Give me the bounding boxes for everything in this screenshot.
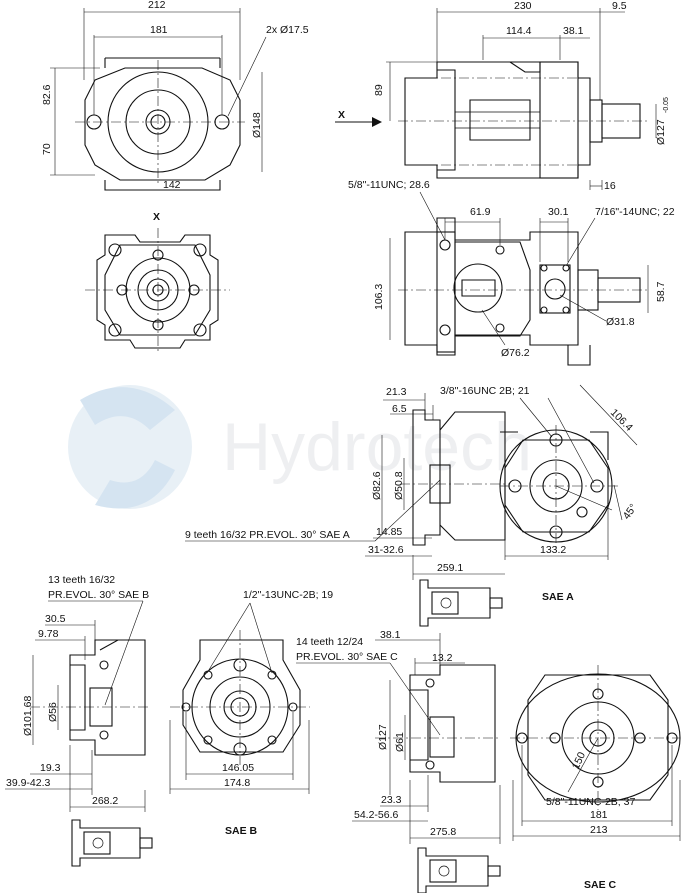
dim-106-4: 106.4 [608, 407, 635, 434]
flange-front-view [75, 57, 245, 191]
dim-50-8: Ø50.8 [393, 471, 405, 500]
sae-c-thumbnail: SAE C [417, 847, 617, 893]
dim-127: Ø127 [655, 119, 667, 145]
sae-b-dims: 13 teeth 16/32 PR.EVOL. 30° SAE B 1/2"-1… [5, 574, 333, 812]
dim-127-tol: -0.05 [663, 97, 670, 113]
dim-230: 230 [514, 0, 532, 12]
dim-275-8: 275.8 [430, 826, 456, 838]
flange-front-dims: 212 181 2x Ø17.5 82.6 70 Ø148 142 [41, 0, 309, 191]
dim-45: 45° [621, 502, 640, 522]
dim-6-5: 6.5 [392, 403, 407, 415]
view-x-label: X [153, 211, 160, 223]
dim-127-b: Ø127 [377, 724, 389, 750]
dim-54-2: 54.2-56.6 [354, 809, 399, 821]
dim-58-7: 58.7 [655, 281, 667, 302]
side-view-top-dims: X 230 9.5 114.4 38.1 89 Ø127 -0.05 16 [335, 0, 670, 192]
sae-b-thumbnail: SAE B [71, 819, 258, 867]
dim-30-5: 30.5 [45, 613, 66, 625]
dim-114-4: 114.4 [506, 25, 532, 37]
hydrotech-watermark: Hydrotech [68, 385, 532, 509]
teeth-13-label-1: 13 teeth 16/32 [48, 574, 115, 586]
dim-30-1: 30.1 [548, 206, 569, 218]
sae-c-label: SAE C [584, 879, 617, 891]
dim-259-1: 259.1 [437, 562, 463, 574]
dim-unc716: 7/16"-14UNC; 22 [595, 206, 675, 218]
dim-31-8: Ø31.8 [606, 316, 635, 328]
sae-a-thumbnail: SAE A [419, 579, 574, 627]
watermark-text: Hydrotech [222, 409, 532, 485]
sae-b-label: SAE B [225, 825, 258, 837]
dim-89: 89 [373, 84, 385, 96]
dim-39-9: 39.9-42.3 [6, 777, 51, 789]
dim-14-85: 14.85 [376, 526, 402, 538]
dim-unc38: 3/8"-16UNC 2B; 21 [440, 385, 530, 397]
dim-213-b: 213 [590, 824, 608, 836]
dim-19-3: 19.3 [40, 762, 61, 774]
dim-31-32-6: 31-32.6 [368, 544, 404, 556]
sae-b-section [30, 639, 150, 756]
dim-212: 212 [148, 0, 166, 11]
dim-181: 181 [150, 24, 168, 36]
view-x-flange: X [85, 211, 230, 352]
dim-9-78: 9.78 [38, 628, 59, 640]
dim-82-6-b: Ø82.6 [371, 471, 383, 500]
sae-b-front [170, 630, 310, 765]
dim-268-2: 268.2 [92, 795, 118, 807]
dim-174-8: 174.8 [224, 777, 250, 789]
dim-76-2: Ø76.2 [501, 347, 530, 359]
dim-70: 70 [41, 143, 53, 155]
dim-23-3: 23.3 [381, 794, 402, 806]
dim-2x-175: 2x Ø17.5 [266, 24, 309, 36]
dim-unc58-37: 5/8"-11UNC-2B; 37 [546, 796, 635, 808]
dim-82-6: 82.6 [41, 84, 53, 105]
dim-133-2: 133.2 [540, 544, 566, 556]
sae-c-section [375, 664, 500, 783]
teeth-13-label-2: PR.EVOL. 30° SAE B [48, 589, 149, 601]
sae-a-label: SAE A [542, 591, 574, 603]
sae-a-section [400, 409, 623, 548]
dim-unc58-286: 5/8"-11UNC; 28.6 [348, 179, 430, 191]
dim-148: Ø148 [251, 112, 263, 138]
teeth-9-label: 9 teeth 16/32 PR.EVOL. 30° SAE A [185, 529, 350, 541]
sae-c-front [510, 665, 681, 810]
dim-61-9: 61.9 [470, 206, 491, 218]
side-view-top [398, 61, 650, 179]
sae-a-dims: 21.3 6.5 3/8"-16UNC 2B; 21 106.4 Ø82.6 Ø… [185, 384, 640, 580]
dim-101-68: Ø101.68 [22, 696, 34, 736]
dim-150: 150 [570, 750, 588, 771]
dim-56: Ø56 [47, 702, 59, 722]
teeth-14-label-1: 14 teeth 12/24 [296, 636, 363, 648]
dim-106-3: 106.3 [373, 284, 385, 310]
sae-c-dims: 14 teeth 12/24 PR.EVOL. 30° SAE C 38.1 1… [296, 629, 681, 844]
dim-181-b: 181 [590, 809, 608, 821]
dim-61: Ø61 [394, 732, 406, 752]
dim-38-1-b: 38.1 [380, 629, 401, 641]
side-view-ports [398, 217, 650, 366]
dim-21-3: 21.3 [386, 386, 407, 398]
dim-142: 142 [163, 179, 181, 191]
x-arrow-label: X [338, 109, 345, 121]
dim-146-05: 146.05 [222, 762, 254, 774]
dim-38-1: 38.1 [563, 25, 584, 37]
side-view-ports-dims: 5/8"-11UNC; 28.6 61.9 30.1 7/16"-14UNC; … [348, 179, 675, 359]
dim-16: 16 [604, 180, 616, 192]
teeth-14-label-2: PR.EVOL. 30° SAE C [296, 651, 398, 663]
dim-9-5: 9.5 [612, 0, 627, 12]
dim-13-2: 13.2 [432, 652, 453, 664]
dim-unc12: 1/2"-13UNC-2B; 19 [243, 589, 333, 601]
